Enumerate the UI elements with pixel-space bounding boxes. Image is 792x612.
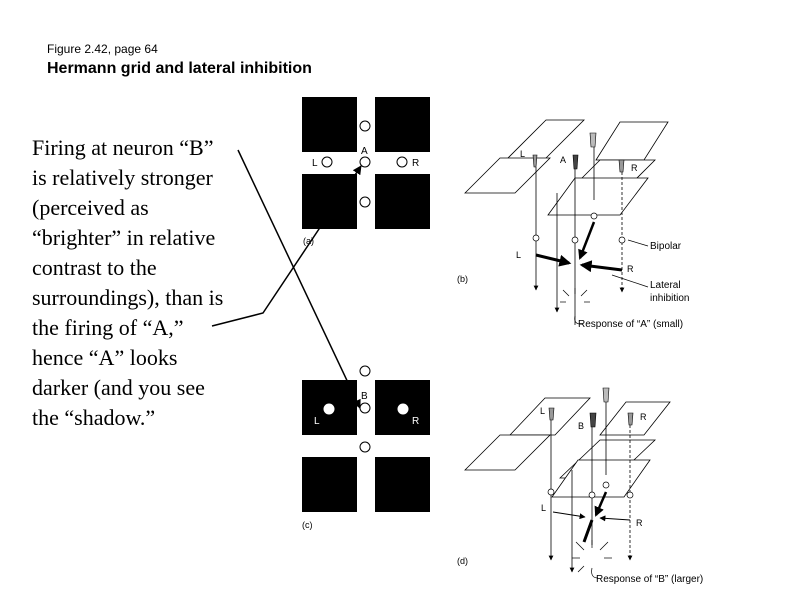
lateral-inhibition-arrow bbox=[552, 511, 586, 520]
left-label: L bbox=[312, 158, 318, 169]
neuron-b-label: B bbox=[361, 391, 368, 402]
receptive-field-circle bbox=[321, 156, 333, 168]
receptive-field-circle bbox=[323, 403, 335, 415]
label-l: L bbox=[540, 406, 545, 416]
receptor-icon bbox=[618, 159, 625, 173]
explanation-line: contrast to the bbox=[32, 255, 157, 280]
plane bbox=[505, 119, 585, 161]
receptive-field-circle bbox=[359, 402, 371, 414]
bipolar-cell bbox=[532, 234, 540, 242]
explanation-line: is relatively stronger bbox=[32, 165, 213, 190]
bipolar-cell bbox=[618, 236, 626, 244]
grid-square bbox=[302, 97, 357, 152]
label-r: R bbox=[631, 163, 638, 173]
label-r-lower: R bbox=[636, 518, 643, 528]
receptor-icon bbox=[602, 387, 610, 403]
explanation-line: Firing at neuron “B” bbox=[32, 135, 214, 160]
pointer-to-b bbox=[237, 149, 361, 409]
label-l-lower: L bbox=[516, 250, 521, 260]
panel-c-label: (c) bbox=[302, 520, 313, 530]
explanation-line: the “shadow.” bbox=[32, 405, 156, 430]
grid-square bbox=[375, 457, 430, 512]
explanation-line: hence “A” looks bbox=[32, 345, 178, 370]
receptive-field-circle bbox=[359, 120, 371, 132]
schematic-b: L A R L R Bipolar Lateral inhibition Res… bbox=[457, 119, 689, 330]
label-b: B bbox=[578, 421, 584, 431]
left-label: L bbox=[314, 416, 320, 427]
inhibition-label: inhibition bbox=[650, 293, 689, 304]
plane bbox=[464, 434, 551, 471]
receptor-icon bbox=[627, 412, 634, 426]
response-b-label: Response of “B” (larger) bbox=[596, 574, 703, 585]
label-l-lower: L bbox=[541, 503, 546, 513]
receptor-icon bbox=[548, 407, 555, 421]
panel-b-label: (b) bbox=[457, 274, 468, 284]
explanation-text: Firing at neuron “B” is relatively stron… bbox=[32, 133, 277, 433]
lateral-label: Lateral bbox=[650, 280, 681, 291]
label-l: L bbox=[520, 149, 525, 159]
grid-square bbox=[302, 457, 357, 512]
neuron-a-label: A bbox=[361, 146, 368, 157]
receptor-icon bbox=[589, 412, 597, 428]
receptive-field-circle bbox=[359, 365, 371, 377]
panel-d-label: (d) bbox=[457, 556, 468, 566]
label-a: A bbox=[560, 155, 566, 165]
leader-line bbox=[611, 274, 649, 288]
bipolar-cell bbox=[602, 481, 610, 489]
explanation-line: “brighter” in relative bbox=[32, 225, 216, 250]
hermann-grid-a: A L R (a) bbox=[302, 97, 430, 246]
annotation-pointers bbox=[211, 149, 362, 409]
receptive-field-circle bbox=[359, 156, 371, 168]
bipolar-cell bbox=[588, 491, 596, 499]
grid-square bbox=[375, 174, 430, 229]
right-label: R bbox=[412, 416, 419, 427]
lateral-inhibition-arrow bbox=[599, 515, 631, 522]
grid-square bbox=[302, 174, 357, 229]
response-burst-icon bbox=[572, 540, 612, 573]
response-arrow bbox=[582, 519, 594, 543]
receptive-field-circle bbox=[396, 156, 408, 168]
explanation-line: the firing of “A,” bbox=[32, 315, 184, 340]
figure-reference: Figure 2.42, page 64 bbox=[47, 42, 158, 56]
schematic-d: L B R L R Response of “B” (larger) (d) bbox=[457, 387, 703, 585]
label-r-lower: R bbox=[627, 264, 634, 274]
leader-line bbox=[591, 567, 599, 579]
label-r: R bbox=[640, 412, 647, 422]
hermann-grid-c: B L R (c) bbox=[302, 365, 430, 530]
plane bbox=[464, 157, 551, 194]
receptive-field-circle bbox=[397, 403, 409, 415]
explanation-line: surroundings), than is bbox=[32, 285, 224, 310]
bipolar-cell bbox=[626, 491, 634, 499]
slide-title: Hermann grid and lateral inhibition bbox=[47, 60, 312, 77]
grid-square bbox=[375, 97, 430, 152]
receptive-field-circle bbox=[359, 441, 371, 453]
bipolar-cell bbox=[571, 236, 579, 244]
bipolar-cell bbox=[547, 488, 555, 496]
receptor-icon bbox=[589, 132, 597, 148]
panel-a-label: (a) bbox=[303, 236, 314, 246]
lateral-inhibition-arrow bbox=[535, 253, 572, 267]
lateral-inhibition-arrow bbox=[579, 260, 623, 273]
response-burst-icon bbox=[560, 288, 590, 303]
lateral-inhibition-arrow bbox=[578, 221, 596, 260]
plane bbox=[595, 121, 669, 161]
receptor-icon bbox=[532, 154, 538, 168]
plane bbox=[599, 401, 671, 436]
lateral-inhibition-arrow bbox=[594, 491, 608, 517]
right-label: R bbox=[412, 158, 419, 169]
response-a-label: Response of “A” (small) bbox=[578, 319, 683, 330]
explanation-line: darker (and you see bbox=[32, 375, 205, 400]
plane bbox=[551, 459, 651, 498]
plane bbox=[547, 177, 649, 216]
leader-line bbox=[627, 239, 649, 247]
receptive-field-circle bbox=[359, 196, 371, 208]
bipolar-cell bbox=[590, 212, 598, 220]
leader-line bbox=[574, 315, 584, 325]
receptor-icon bbox=[572, 154, 579, 170]
pointer-to-a bbox=[211, 165, 362, 327]
explanation-line: (perceived as bbox=[32, 195, 149, 220]
bipolar-label: Bipolar bbox=[650, 241, 682, 252]
